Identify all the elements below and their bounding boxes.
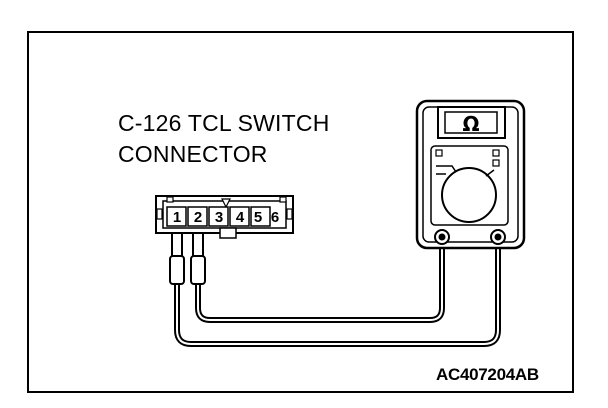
ohmmeter bbox=[415, 99, 526, 250]
pin-labels: 1 2 3 4 5 6 bbox=[173, 209, 279, 226]
meter-terminal-left bbox=[434, 229, 450, 245]
lead-wire-inner bbox=[195, 239, 445, 323]
lead-wire-outer bbox=[174, 239, 501, 347]
diagram-frame bbox=[27, 31, 574, 393]
meter-terminal-right bbox=[490, 229, 506, 245]
pin-label-2: 2 bbox=[194, 209, 202, 226]
pin-label-3: 3 bbox=[215, 209, 223, 226]
test-leads bbox=[174, 239, 501, 347]
pin-cells bbox=[166, 206, 271, 227]
meter-dial bbox=[441, 167, 497, 223]
pin-label-1: 1 bbox=[173, 209, 181, 226]
connector-label-line2: CONNECTOR bbox=[118, 141, 268, 167]
reference-code: AC407204AB bbox=[436, 365, 539, 384]
connector-label-line1: C-126 TCL SWITCH bbox=[118, 110, 330, 136]
tcl-switch-connector bbox=[155, 195, 294, 239]
ohm-symbol: Ω bbox=[462, 112, 479, 136]
pin-label-5: 5 bbox=[254, 209, 262, 226]
pin-label-4: 4 bbox=[236, 209, 245, 226]
pin-label-6: 6 bbox=[271, 209, 279, 226]
probe-pin2 bbox=[190, 222, 206, 285]
